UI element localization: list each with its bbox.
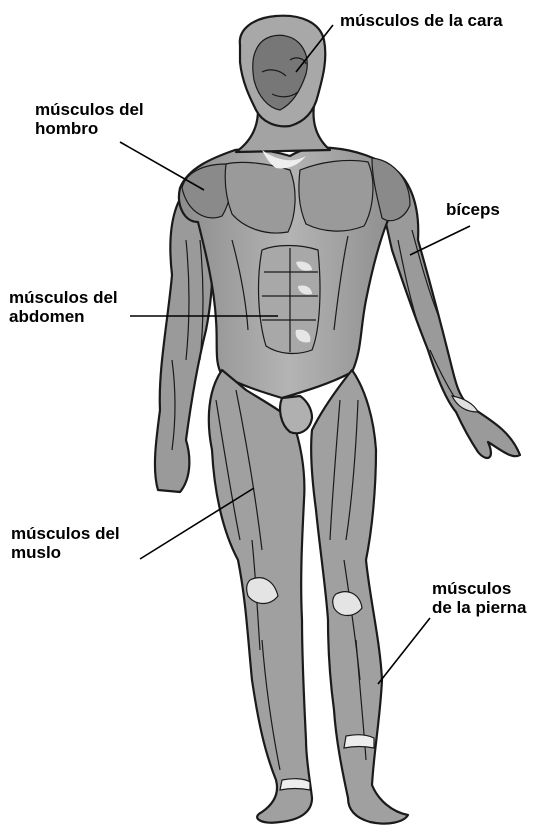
pointer-shoulder [120,142,204,190]
label-leg-muscles: músculos de la pierna [432,579,526,617]
right-pectoral [299,160,373,231]
abdominal-column [259,246,320,354]
pointer-leg [378,618,430,684]
label-thigh-muscles: músculos del muslo [11,524,120,562]
label-abdomen-muscles: músculos del abdomen [9,288,118,326]
label-face-muscles: músculos de la cara [340,11,503,30]
groin [280,396,312,433]
label-shoulder-muscles: músculos del hombro [35,100,144,138]
label-biceps: bíceps [446,200,500,219]
body-silhouette [155,16,520,824]
right-leg [311,370,408,824]
